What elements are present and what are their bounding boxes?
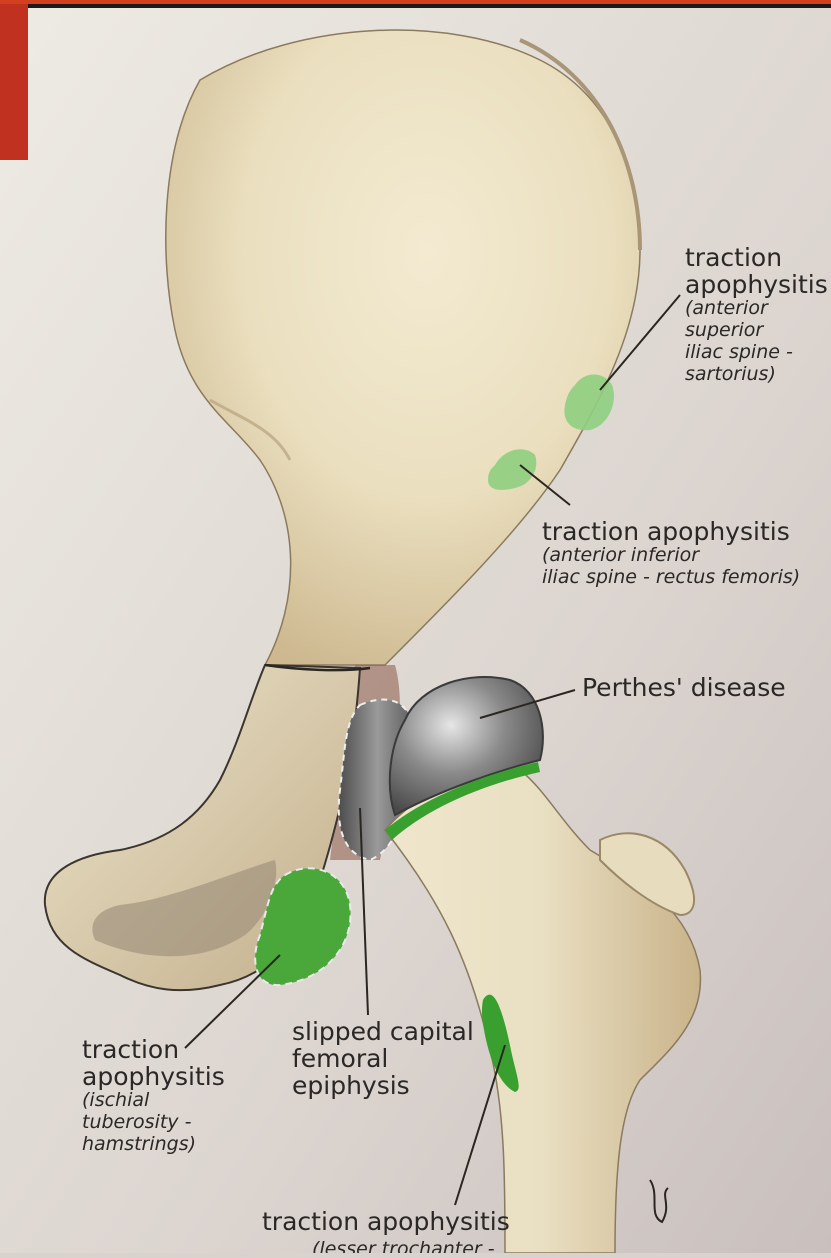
label-lesser-detail-clip: (lesser trochanter - [312,1239,512,1253]
label-ischial-detail-3: hamstrings) [82,1134,225,1156]
label-aiis: traction apophysitis (anterior inferior … [542,518,800,589]
label-ischial-detail-2: tuberosity - [82,1112,225,1134]
red-corner [0,0,28,160]
label-asis-detail-4: sartorius) [685,364,828,386]
label-aiis-detail-1: (anterior inferior [542,545,800,567]
label-asis-detail-2: superior [685,320,828,342]
label-lesser-detail: (lesser trochanter - [312,1239,512,1253]
label-scfe: slipped capital femoral epiphysis [292,1018,474,1099]
label-ischial-title-1: traction [82,1036,225,1063]
label-ischial: traction apophysitis (ischial tuberosity… [82,1036,225,1156]
red-top-strip [0,0,831,4]
label-lesser: traction apophysitis [262,1208,510,1235]
label-perthes: Perthes' disease [582,674,786,701]
label-asis: traction apophysitis (anterior superior … [685,244,828,385]
label-scfe-1: slipped capital [292,1018,474,1045]
label-ischial-detail-1: (ischial [82,1090,225,1112]
label-aiis-detail-2: iliac spine - rectus femoris) [542,567,800,589]
label-asis-title-2: apophysitis [685,271,828,298]
label-ischial-title-2: apophysitis [82,1063,225,1090]
label-asis-detail-1: (anterior [685,298,828,320]
label-scfe-2: femoral [292,1045,474,1072]
label-scfe-3: epiphysis [292,1072,474,1099]
label-lesser-title: traction apophysitis [262,1208,510,1235]
label-perthes-title: Perthes' disease [582,674,786,701]
label-asis-detail-3: iliac spine - [685,342,828,364]
label-aiis-title: traction apophysitis [542,518,800,545]
label-asis-title-1: traction [685,244,828,271]
